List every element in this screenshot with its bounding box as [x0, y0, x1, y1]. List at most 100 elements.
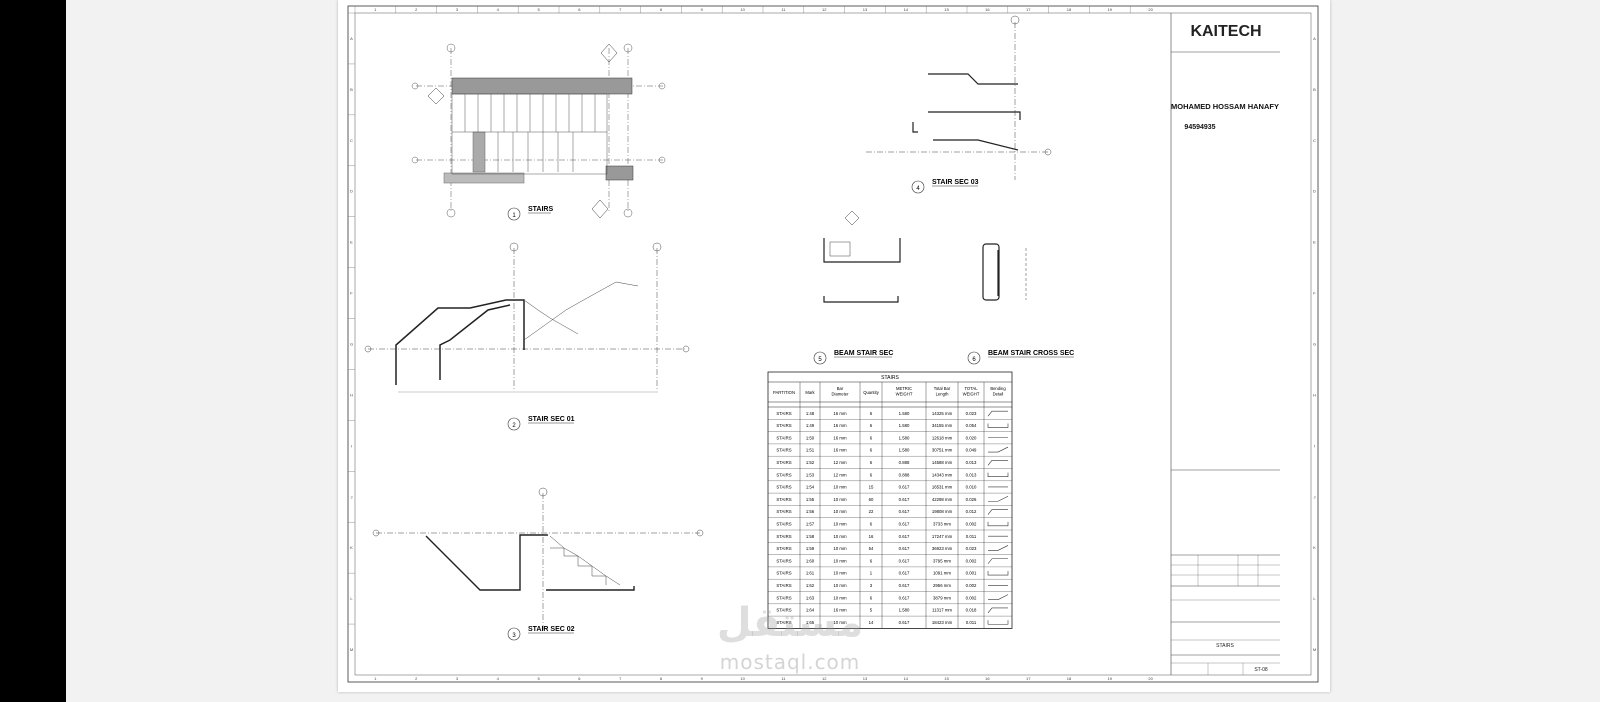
- grid-label-top: 13: [863, 7, 868, 12]
- schedule-cell: STAIRS: [776, 435, 791, 440]
- schedule-cell: 0.011: [966, 620, 977, 625]
- schedule-cell: 0.002: [966, 558, 977, 563]
- schedule-header-cell: PARTITION: [773, 390, 795, 395]
- schedule-header-cell: Mark: [805, 390, 815, 395]
- schedule-cell: 6: [870, 595, 873, 600]
- schedule-cell: 14588 mm: [932, 460, 953, 465]
- bending-detail-sketch: [987, 620, 1009, 625]
- kaitech-logo: KAITECH: [1190, 23, 1261, 40]
- bending-detail-sketch: [988, 545, 1009, 551]
- grid-label-right: C: [1313, 138, 1316, 143]
- schedule-cell: 3795 mm: [933, 558, 951, 563]
- grid-label-bottom: 3: [456, 676, 459, 681]
- grid-label-top: 19: [1108, 7, 1113, 12]
- schedule-cell: 36923 mm: [932, 546, 953, 551]
- schedule-cell: 0.013: [966, 472, 977, 477]
- grid-label-right: J: [1314, 494, 1316, 499]
- schedule-cell: 16: [869, 534, 874, 539]
- schedule-cell: 6: [870, 460, 873, 465]
- grid-label-bottom: 18: [1067, 676, 1072, 681]
- outer-frame: [347, 5, 1319, 683]
- grid-label-bottom: 2: [415, 676, 418, 681]
- schedule-cell: 0.023: [966, 411, 977, 416]
- grid-label-bottom: 12: [822, 676, 827, 681]
- schedule-cell: 1:57: [806, 521, 815, 526]
- grid-label-right: A: [1313, 36, 1316, 41]
- view-6-title: BEAM STAIR CROSS SEC: [988, 350, 1074, 357]
- grid-label-left: L: [350, 596, 353, 601]
- schedule-cell: STAIRS: [776, 472, 791, 477]
- view-1-number: 1: [512, 213, 516, 219]
- schedule-cell: 0.617: [899, 546, 910, 551]
- schedule-cell: 0.020: [966, 435, 977, 440]
- grid-label-bottom: 6: [578, 676, 581, 681]
- schedule-cell: 1.580: [899, 423, 910, 428]
- schedule-cell: 12 mm: [833, 460, 847, 465]
- schedule-cell: 1:65: [806, 620, 815, 625]
- schedule-cell: 3: [870, 583, 873, 588]
- schedule-cell: STAIRS: [776, 485, 791, 490]
- schedule-cell: 6: [870, 423, 873, 428]
- schedule-cell: 0.617: [899, 521, 910, 526]
- view-stairs-plan: [411, 43, 666, 219]
- schedule-cell: STAIRS: [776, 423, 791, 428]
- schedule-cell: 0.617: [899, 620, 910, 625]
- schedule-cell: 42298 mm: [932, 497, 953, 502]
- schedule-cell: 0.617: [899, 583, 910, 588]
- grid-label-left: A: [350, 36, 353, 41]
- schedule-cell: 1:60: [806, 558, 815, 563]
- schedule-cell: 0.023: [966, 546, 977, 551]
- grid-label-bottom: 19: [1108, 676, 1113, 681]
- bending-detail-sketch: [987, 460, 1008, 466]
- view-4-number: 4: [916, 186, 920, 192]
- grid-label-top: 8: [660, 7, 663, 12]
- schedule-cell: 12618 mm: [932, 435, 953, 440]
- grid-label-left: E: [350, 240, 353, 245]
- schedule-cell: 16531 mm: [932, 485, 953, 490]
- grid-label-top: 17: [1026, 7, 1031, 12]
- schedule-cell: 3879 mm: [933, 595, 951, 600]
- schedule-cell: 0.054: [966, 423, 977, 428]
- view-beam-stair-sec: [823, 210, 901, 303]
- bending-detail-sketch: [987, 423, 1009, 428]
- schedule-cell: 0.001: [966, 571, 977, 576]
- schedule-cell: 1:48: [806, 411, 815, 416]
- grid-label-top: 14: [904, 7, 909, 12]
- schedule-cell: 2956 mm: [933, 583, 951, 588]
- bending-detail-sketch: [987, 521, 1009, 527]
- grid-label-bottom: 5: [537, 676, 540, 681]
- bending-detail-sketch: [988, 446, 1009, 453]
- schedule-cell: 0.002: [966, 595, 977, 600]
- schedule-cell: 0.018: [966, 608, 977, 613]
- grid-label-left: D: [350, 189, 353, 194]
- bending-detail-sketch: [987, 607, 1008, 614]
- sheet-name: STAIRS: [1216, 643, 1234, 649]
- view-stair-sec-01: [364, 242, 690, 393]
- schedule-cell: STAIRS: [776, 608, 791, 613]
- schedule-cell: STAIRS: [776, 571, 791, 576]
- grid-label-top: 16: [985, 7, 990, 12]
- schedule-cell: 14: [869, 620, 874, 625]
- grid-label-bottom: 13: [863, 676, 868, 681]
- schedule-cell: 0.888: [899, 472, 910, 477]
- grid-label-right: D: [1313, 189, 1316, 194]
- schedule-cell: 19808 mm: [932, 509, 953, 514]
- schedule-cell: 10 mm: [833, 509, 847, 514]
- grid-label-top: 15: [944, 7, 949, 12]
- schedule-cell: 1:52: [806, 460, 815, 465]
- schedule-cell: 16 mm: [833, 411, 847, 416]
- schedule-cell: 60: [869, 497, 874, 502]
- drawing-canvas: 1122334455667788991010111112121313141415…: [347, 5, 1319, 683]
- schedule-cell: 1:61: [806, 571, 815, 576]
- schedule-cell: 1091 mm: [933, 571, 951, 576]
- schedule-cell: 54: [869, 546, 874, 551]
- schedule-cell: 6: [870, 435, 873, 440]
- schedule-cell: 1:55: [806, 497, 815, 502]
- grid-label-right: L: [1313, 596, 1316, 601]
- sheet-number: ST-08: [1254, 667, 1268, 673]
- grid-label-right: I: [1314, 443, 1315, 448]
- schedule-cell: 1.580: [899, 608, 910, 613]
- grid-label-top: 11: [781, 7, 786, 12]
